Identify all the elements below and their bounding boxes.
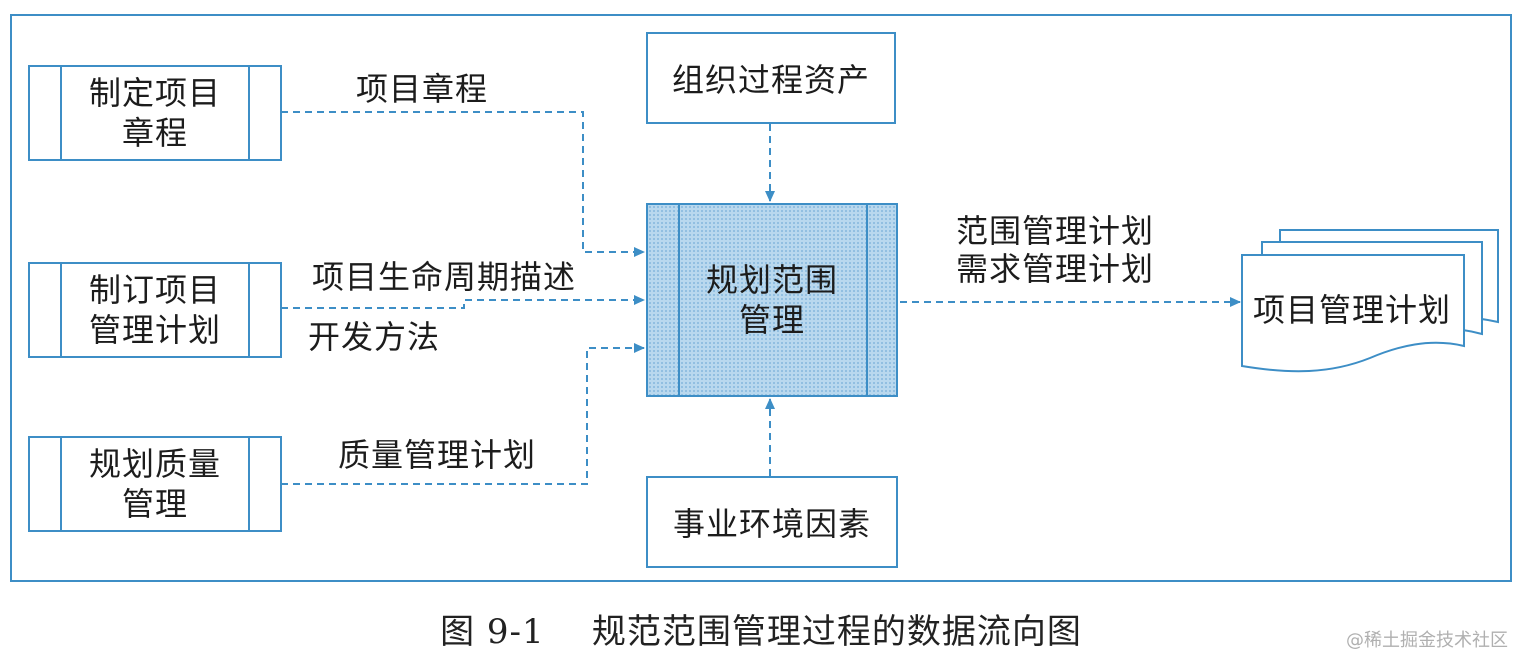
arrow-pm-plan xyxy=(281,295,645,309)
output-pm-plan-label: 项目管理计划 xyxy=(1252,291,1451,329)
label-lifecycle: 项目生命周期描述 xyxy=(312,258,577,296)
arrow-charter xyxy=(281,111,645,257)
process-plan-scope-line2: 管理 xyxy=(738,301,805,339)
caption-figure-number: 图 9-1 xyxy=(440,612,545,652)
process-develop-charter: 制定项目 章程 xyxy=(28,65,282,161)
label-charter: 项目章程 xyxy=(356,70,489,108)
input-enterprise-factors-label: 事业环境因素 xyxy=(672,505,871,543)
label-scope-plan: 范围管理计划 xyxy=(956,212,1155,250)
process-develop-pm-plan-line1: 制订项目 xyxy=(88,271,221,309)
label-quality-plan: 质量管理计划 xyxy=(338,436,537,474)
process-plan-scope: 规划范围 管理 xyxy=(646,203,898,397)
figure-caption: 图 9-1 规范范围管理过程的数据流向图 xyxy=(0,604,1522,653)
output-document-icon xyxy=(1241,229,1499,373)
process-plan-scope-line1: 规划范围 xyxy=(705,261,838,299)
input-org-assets: 组织过程资产 xyxy=(646,32,896,124)
diagram-frame xyxy=(10,14,1512,582)
process-develop-pm-plan-line2: 管理计划 xyxy=(88,311,221,349)
process-plan-quality-line2: 管理 xyxy=(121,485,188,523)
process-develop-charter-line1: 制定项目 xyxy=(88,74,221,112)
label-dev-approach: 开发方法 xyxy=(308,318,441,356)
input-org-assets-label: 组织过程资产 xyxy=(671,61,870,99)
arrow-quality xyxy=(281,343,645,485)
process-develop-charter-line2: 章程 xyxy=(121,114,188,152)
process-plan-quality: 规划质量 管理 xyxy=(28,436,282,532)
process-plan-quality-line1: 规划质量 xyxy=(88,445,221,483)
output-pm-plan: 项目管理计划 xyxy=(1244,258,1460,358)
watermark: @稀土掘金技术社区 xyxy=(1346,630,1508,651)
process-develop-pm-plan: 制订项目 管理计划 xyxy=(28,262,282,358)
label-req-plan: 需求管理计划 xyxy=(956,250,1155,288)
input-enterprise-factors: 事业环境因素 xyxy=(646,476,898,568)
caption-title: 规范范围管理过程的数据流向图 xyxy=(591,612,1082,652)
